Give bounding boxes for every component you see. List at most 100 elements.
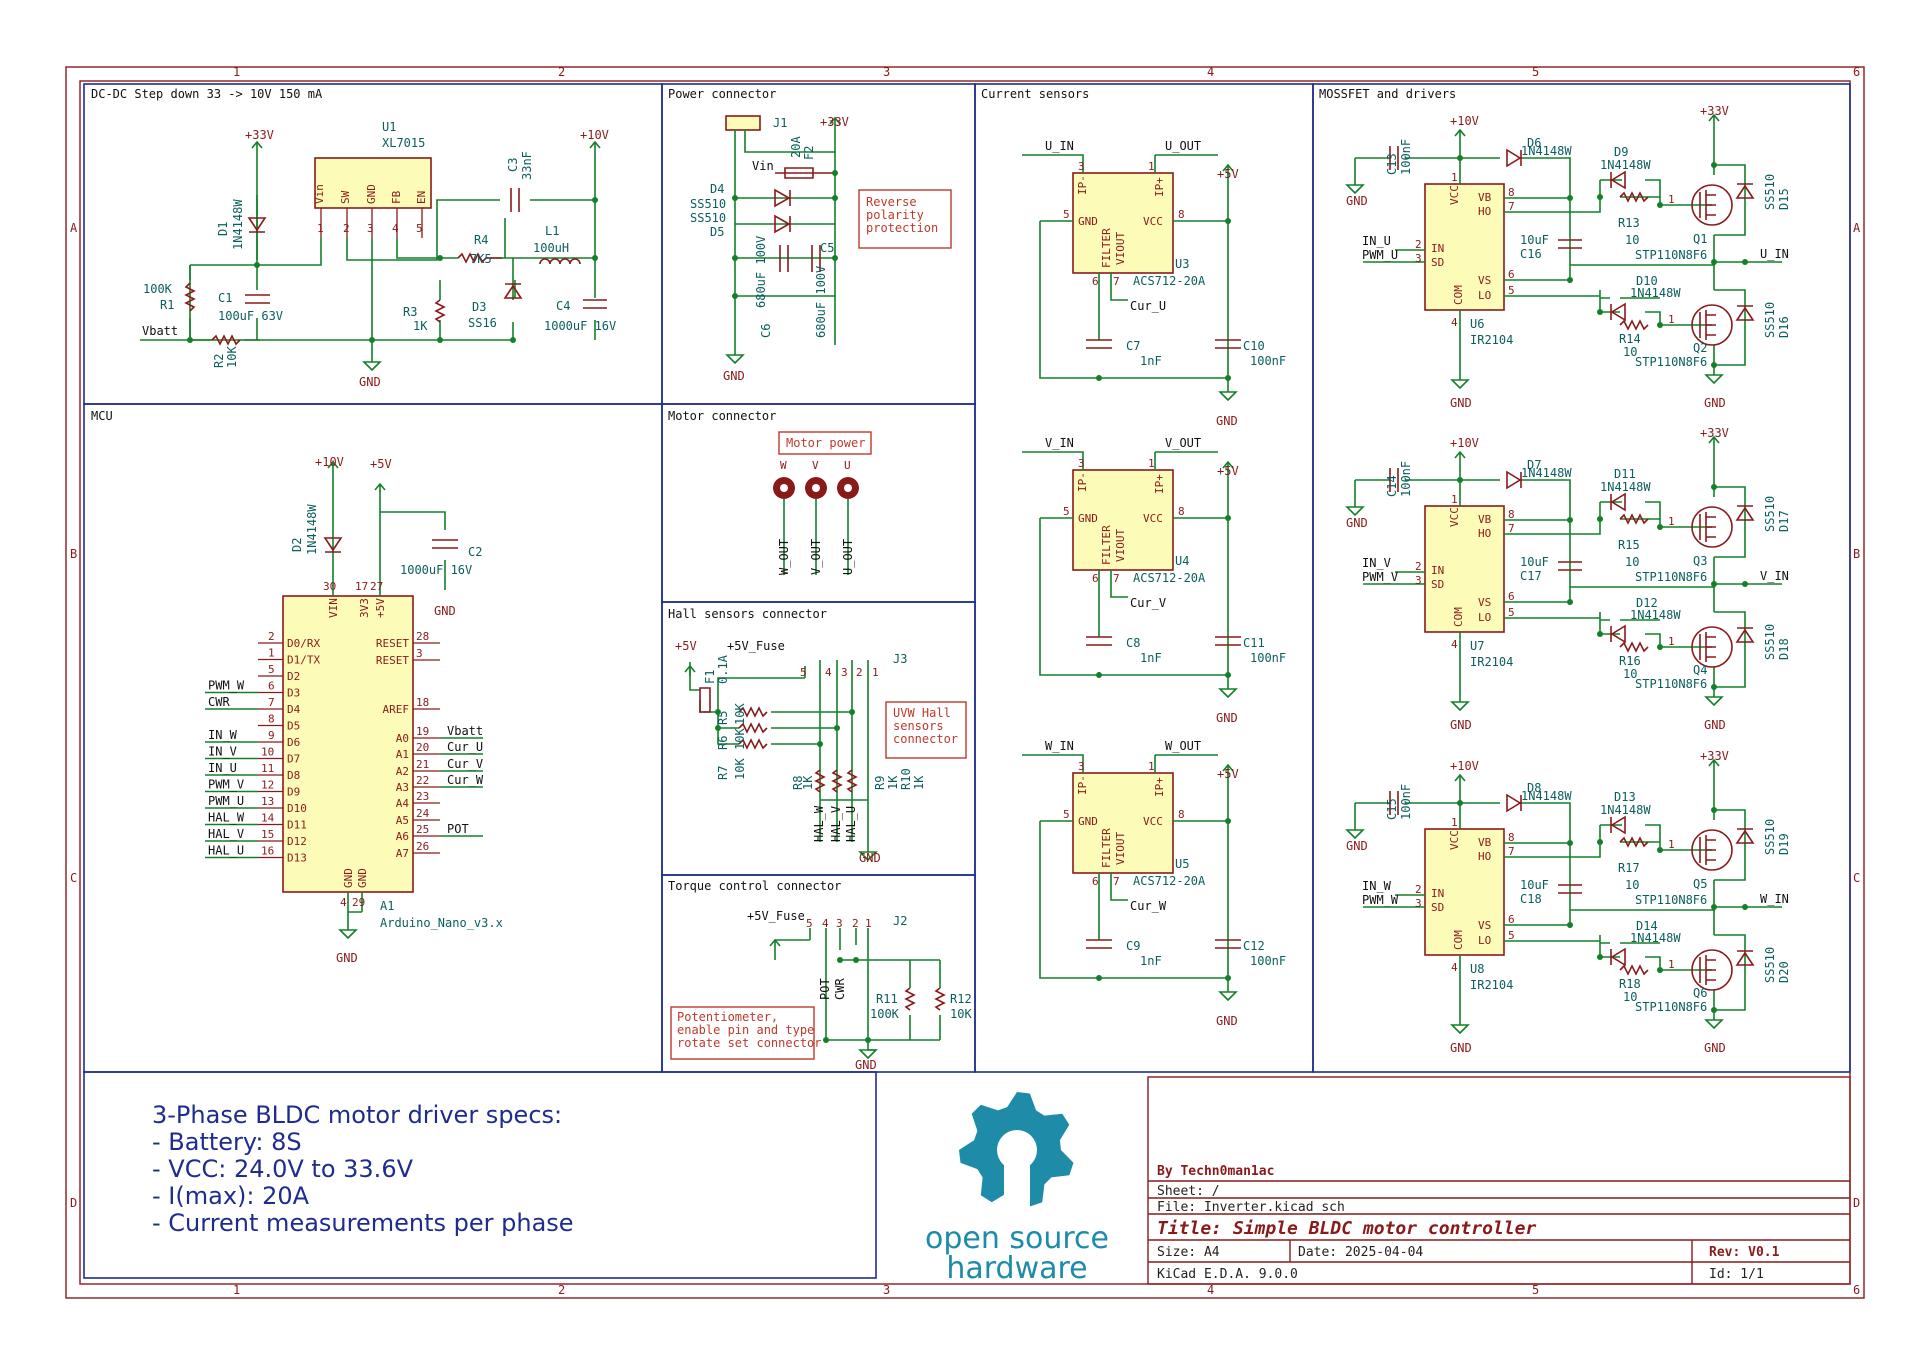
motor-net-0: W_OUT xyxy=(777,539,791,575)
pin-vcc: VCC xyxy=(1143,815,1163,828)
num-6: 6 xyxy=(1092,875,1099,888)
filter-capacitor-icons xyxy=(1086,939,1241,949)
pin-gnd: GND xyxy=(1078,215,1098,228)
hall-note-1: UVW Hall xyxy=(893,706,951,720)
pin-vcc: VCC xyxy=(1448,830,1461,850)
driver-gnd-right: GND xyxy=(1704,1041,1726,1055)
num-1: 1 xyxy=(1148,160,1155,173)
section-specs xyxy=(83,1071,877,1279)
r11-r12-resistor-icons xyxy=(904,987,946,1011)
in-net: IN_W xyxy=(1362,879,1392,893)
torque-note-3: rotate set connector xyxy=(677,1036,822,1050)
q-low-pin1: 1 xyxy=(1668,958,1675,971)
pin-com: COM xyxy=(1452,607,1465,627)
pin-lo: LO xyxy=(1478,611,1491,624)
pin-com: COM xyxy=(1452,930,1465,950)
f1-fuse-icon xyxy=(699,687,711,713)
bootstrap-components-icon xyxy=(1389,791,1626,967)
power-connector-circuit: J1 +33V Vin F2 20A D4 SS510 SS510 D5 C5 … xyxy=(690,115,952,383)
sensor-cur-net: Cur_W xyxy=(1130,899,1167,913)
logo-line-2: hardware xyxy=(946,1251,1087,1286)
spec-current: - Current measurements per phase xyxy=(152,1209,574,1237)
pin-viout: VIOUT xyxy=(1114,232,1127,265)
ir2104-body xyxy=(1424,505,1505,633)
num-3: 3 xyxy=(1415,574,1422,587)
hall-note-3: connector xyxy=(893,732,958,746)
acs712-body xyxy=(1072,469,1174,571)
pin-in: IN xyxy=(1431,564,1444,577)
pin-ip-plus: IP+ xyxy=(1153,474,1166,494)
zone-col-3-bottom: 3 xyxy=(883,1283,890,1297)
num-7: 7 xyxy=(1508,845,1515,858)
mcu-right-name-8: A3 xyxy=(396,781,409,794)
ho-diode-value: 1N4148W xyxy=(1600,803,1651,817)
vcc-cap-value: 100nF xyxy=(1250,354,1286,368)
sensor-gnd: GND xyxy=(1216,1014,1238,1028)
l1-ref: L1 xyxy=(545,224,559,238)
mcu-left-name-12: D12 xyxy=(287,835,307,848)
u1-num-4: 4 xyxy=(392,222,399,235)
sensor-value: ACS712-20A xyxy=(1133,274,1206,288)
mcu-right-num-3: 18 xyxy=(416,696,429,709)
q-high-pin1: 1 xyxy=(1668,515,1675,528)
tb-sheet: Sheet: / xyxy=(1157,1184,1220,1199)
num-5: 5 xyxy=(1063,208,1070,221)
mcu-left-name-9: D9 xyxy=(287,786,300,799)
f2-value: 20A xyxy=(789,136,803,158)
driver-gnd-left: GND xyxy=(1346,194,1368,208)
reverse-polarity-note xyxy=(858,189,952,249)
mcu-left-name-1: D1/TX xyxy=(287,654,320,667)
motor-pad-label-0: W xyxy=(780,459,787,472)
d-high-value: SS510 xyxy=(1763,819,1777,855)
u1-pin-fb: FB xyxy=(390,190,403,204)
zone-col-4-bottom: 4 xyxy=(1207,1283,1214,1297)
d4-value: SS510 xyxy=(690,197,726,211)
pin-vcc: VCC xyxy=(1448,507,1461,527)
mcu-left-net-12: HAL_V xyxy=(208,827,244,841)
l1-inductor-icon xyxy=(539,258,581,265)
driver-gnd-right: GND xyxy=(1704,718,1726,732)
lo-diode-ref: D14 xyxy=(1636,919,1658,933)
q-high-ref: Q5 xyxy=(1693,877,1707,891)
num-2: 2 xyxy=(1415,560,1422,573)
num-1: 1 xyxy=(1451,816,1458,829)
q-low-value: STP110N8F6 xyxy=(1635,677,1707,691)
mcu-right-num-9: 23 xyxy=(416,790,429,803)
num-1: 1 xyxy=(1148,760,1155,773)
q-low-pin1: 1 xyxy=(1668,635,1675,648)
lo-res-value: 10 xyxy=(1623,667,1637,681)
tb-rev: Rev: V0.1 xyxy=(1709,1245,1780,1260)
j2-pin1: 1 xyxy=(865,917,872,930)
mcu-right-name-1: RESET xyxy=(376,654,409,667)
r6-ref: R6 xyxy=(716,736,730,750)
hall-connector-circuit: +5V +5V_Fuse F1 0.1A R7 R6 R5 10K 10K 10… xyxy=(675,639,967,865)
d4-ref: D4 xyxy=(710,182,724,196)
bs-cap-value: 10uF xyxy=(1520,878,1549,892)
title-mcu: MCU xyxy=(91,409,113,423)
mcu-left-num-9: 12 xyxy=(261,779,274,792)
l1-value: 100uH xyxy=(533,241,569,255)
phase-net: V_IN xyxy=(1760,569,1789,583)
mcu-right-pins: 28RESET3RESET18AREF19A0Vbatt20A1Cur_U21A… xyxy=(376,630,484,860)
pin-gnd: GND xyxy=(1078,815,1098,828)
r8-ref: R8 xyxy=(791,776,805,790)
num-3: 3 xyxy=(1078,457,1085,470)
mcu-right-num-10: 24 xyxy=(416,807,430,820)
filter-capacitor-icons xyxy=(1086,339,1241,349)
r7-ref: R7 xyxy=(716,766,730,780)
bootstrap-cap-ref: C15 xyxy=(1385,798,1399,820)
section-mosfet-drivers xyxy=(1312,83,1851,1073)
ho-res-value: 10 xyxy=(1625,555,1639,569)
mcu-left-name-10: D10 xyxy=(287,802,307,815)
motor-net-1: V_OUT xyxy=(809,539,823,575)
mcu-left-net-3: PWM_W xyxy=(208,679,245,693)
zone-col-2: 2 xyxy=(558,65,565,79)
mcu-right-name-12: A7 xyxy=(396,847,409,860)
driver-value: IR2104 xyxy=(1470,655,1513,669)
pin-ip-plus: IP+ xyxy=(1153,177,1166,197)
sensor-out-net: W_OUT xyxy=(1165,739,1201,753)
pin-vs: VS xyxy=(1478,596,1491,609)
d-low-value: SS510 xyxy=(1763,302,1777,338)
mcu-right-num-12: 26 xyxy=(416,840,429,853)
